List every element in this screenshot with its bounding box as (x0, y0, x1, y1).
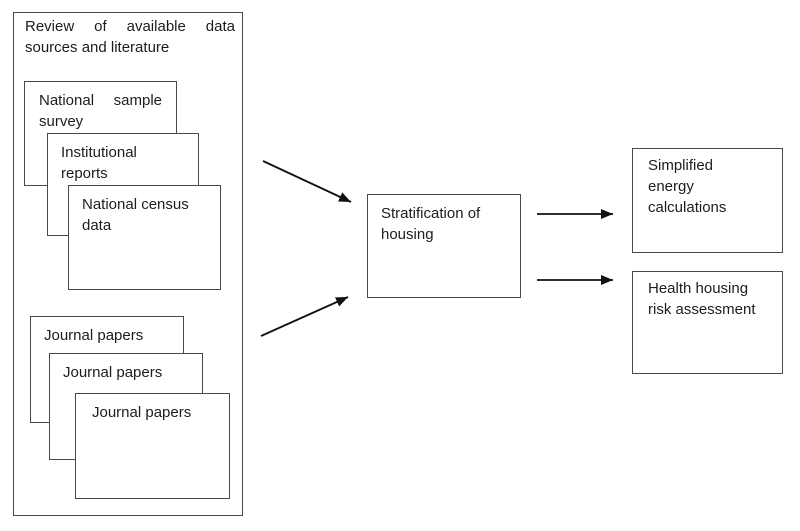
arrow-literature-to-stratification (260, 296, 349, 337)
card-national-census-data: National census data (68, 185, 221, 290)
stratification-of-housing-box: Stratification of housing (367, 194, 521, 298)
card-journal-papers-1-label: Journal papers (44, 327, 144, 344)
card-national-sample-survey-label: National sample survey (39, 92, 162, 130)
card-journal-papers-3: Journal papers (75, 393, 230, 499)
simplified-energy-calculations-label: Simplified energy calculations (648, 157, 727, 216)
health-housing-risk-assessment-box: Health housing risk assessment (632, 271, 783, 374)
card-journal-papers-3-label: Journal papers (92, 404, 192, 421)
card-national-census-data-label: National census data (82, 196, 189, 234)
card-institutional-reports-label: Institutional reports (61, 144, 137, 182)
stratification-of-housing-label: Stratification of housing (381, 205, 481, 243)
health-housing-risk-assessment-label: Health housing risk assessment (648, 280, 756, 318)
simplified-energy-calculations-box: Simplified energy calculations (632, 148, 783, 253)
review-group-title: Review of available data sources and lit… (25, 18, 235, 56)
arrow-data-sources-to-stratification (262, 160, 352, 203)
card-journal-papers-2-label: Journal papers (63, 364, 163, 381)
